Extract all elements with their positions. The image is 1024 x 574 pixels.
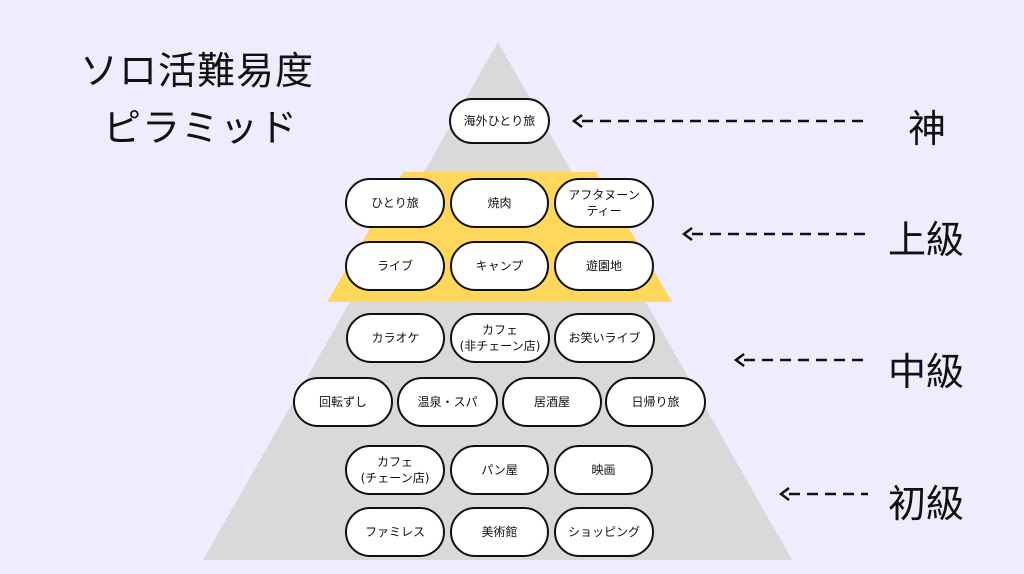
item-pill: お笑いライブ — [554, 313, 655, 363]
title-line-2: ピラミッド — [103, 106, 299, 150]
level-label-god: 神 — [908, 107, 947, 151]
item-pill: 海外ひとり旅 — [449, 98, 550, 144]
item-label: 遊園地 — [585, 259, 622, 273]
item-label: ファミレス — [364, 525, 425, 539]
item-pill: アフタヌーンティー — [554, 178, 654, 228]
item-label: (チェーン店) — [360, 471, 430, 485]
item-pill: 居酒屋 — [502, 377, 602, 427]
item-pill: ショッピング — [554, 507, 654, 557]
item-pill: 遊園地 — [554, 241, 654, 291]
item-pill: 日帰り旅 — [605, 377, 706, 427]
item-label: ティー — [586, 204, 622, 218]
item-label: 美術館 — [481, 525, 518, 539]
level-label-beginner: 初級 — [888, 482, 965, 526]
level-label-advanced: 上級 — [888, 218, 965, 262]
arrow-intermediate — [733, 353, 868, 367]
item-label: お笑いライブ — [568, 331, 641, 345]
item-pill: パン屋 — [450, 445, 549, 495]
arrow-advanced — [681, 227, 868, 241]
item-label: キャンプ — [475, 259, 524, 273]
title-line-1: ソロ活難易度 — [80, 49, 315, 93]
item-pill: 映画 — [554, 445, 653, 495]
item-label: ショッピング — [567, 525, 640, 539]
item-label: カラオケ — [371, 331, 420, 345]
item-pill: 美術館 — [450, 507, 549, 557]
item-pill: カフェ (非チェーン店) — [450, 313, 550, 363]
item-pill: ファミレス — [345, 507, 445, 557]
item-label: 回転ずし — [318, 395, 367, 409]
item-label: 海外ひとり旅 — [463, 114, 536, 128]
item-pill: ライブ — [345, 241, 445, 291]
item-label: 温泉・スパ — [417, 395, 478, 409]
item-label: カフェ — [376, 455, 413, 469]
item-label: (非チェーン店) — [459, 339, 541, 353]
item-label: ひとり旅 — [371, 196, 419, 210]
item-label: カフェ — [481, 323, 518, 337]
item-label: 居酒屋 — [533, 395, 570, 409]
item-label: 日帰り旅 — [631, 395, 680, 409]
item-label: アフタヌーン — [568, 188, 640, 202]
item-pill: 温泉・スパ — [397, 377, 498, 427]
item-label: 映画 — [591, 463, 616, 477]
item-pill: 回転ずし — [293, 377, 393, 427]
item-label: 焼肉 — [487, 196, 512, 210]
item-pill: ひとり旅 — [345, 178, 445, 228]
arrow-beginner — [778, 487, 868, 501]
item-label: パン屋 — [481, 463, 518, 477]
arrow-god — [571, 114, 868, 128]
item-label: ライブ — [376, 259, 413, 273]
item-pill: キャンプ — [450, 241, 549, 291]
item-pill: カフェ (チェーン店) — [345, 445, 445, 495]
item-pill: 焼肉 — [450, 178, 549, 228]
item-pill: カラオケ — [346, 313, 445, 363]
level-label-intermediate: 中級 — [888, 350, 965, 394]
